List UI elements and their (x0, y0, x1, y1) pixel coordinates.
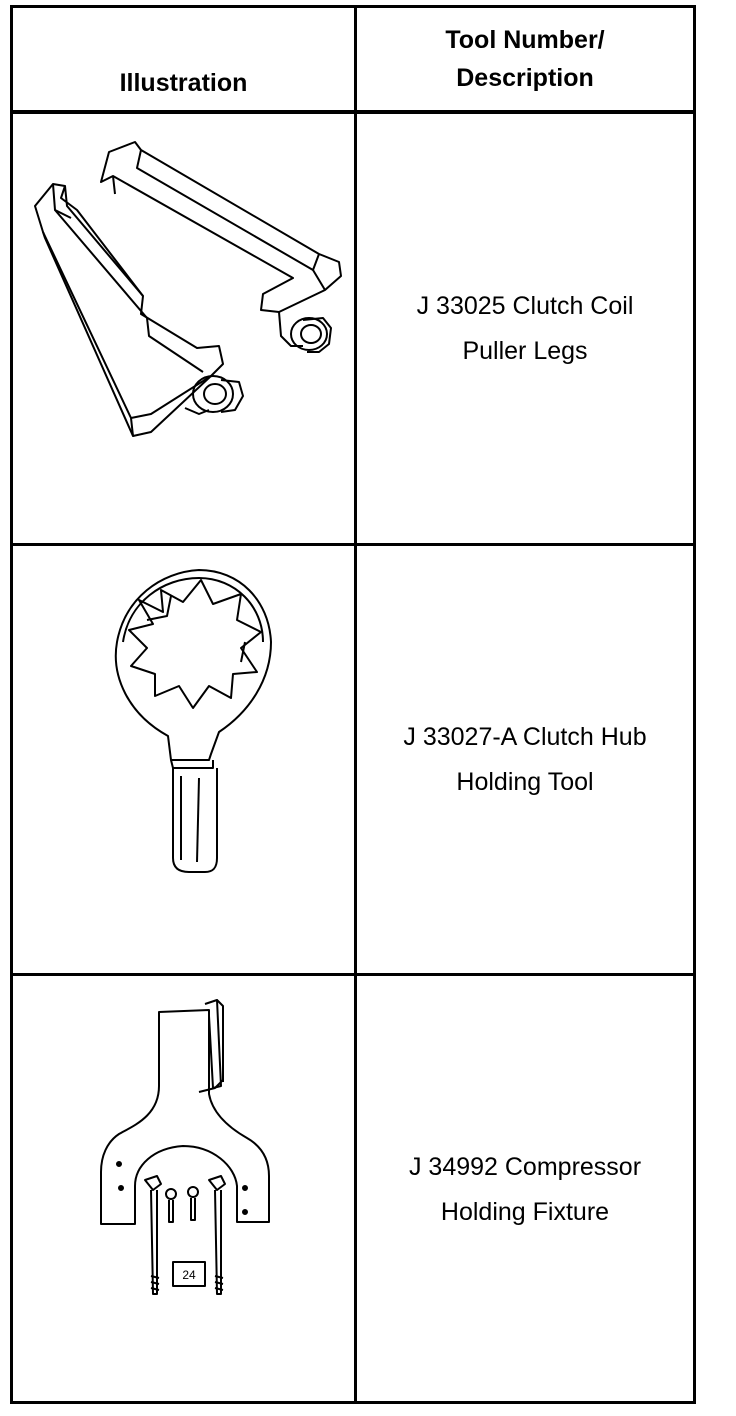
row-1-illustration-cell (13, 114, 354, 543)
row-1-tool-name: Puller Legs (462, 336, 588, 365)
row-2-illustration-cell (13, 546, 354, 973)
fixture-tag-label: 24 (182, 1268, 196, 1282)
header-illustration-cell: Illustration (13, 8, 354, 110)
row-2-tool-name: Holding Tool (456, 767, 594, 796)
row-divider (13, 973, 693, 976)
header-description: Description (456, 64, 594, 92)
header-divider (13, 110, 693, 114)
row-1-tool-number: J 33025 Clutch Coil (416, 291, 634, 320)
header-tool-cell: Tool Number/ Description (357, 8, 693, 110)
row-3-tool-number: J 34992 Compressor (408, 1153, 642, 1181)
header-illustration: Illustration (119, 69, 248, 97)
row-divider (13, 543, 693, 546)
header-tool-number: Tool Number/ (445, 26, 605, 54)
holding-fixture-icon: 24 (100, 999, 270, 1295)
hub-holding-tool-icon (114, 569, 272, 873)
row-1-description-cell: J 33025 Clutch Coil Puller Legs (357, 114, 693, 543)
column-divider (354, 8, 357, 1401)
row-3-illustration-cell: 24 (13, 976, 354, 1404)
row-3-tool-name: Holding Fixture (440, 1198, 610, 1226)
row-2-tool-number: J 33027-A Clutch Hub (403, 722, 647, 751)
special-tools-table: Illustration Tool Number/ Description (10, 5, 696, 1404)
puller-legs-icon (34, 141, 342, 437)
row-2-description-cell: J 33027-A Clutch Hub Holding Tool (357, 546, 693, 973)
row-3-description-cell: J 34992 Compressor Holding Fixture (357, 976, 693, 1404)
